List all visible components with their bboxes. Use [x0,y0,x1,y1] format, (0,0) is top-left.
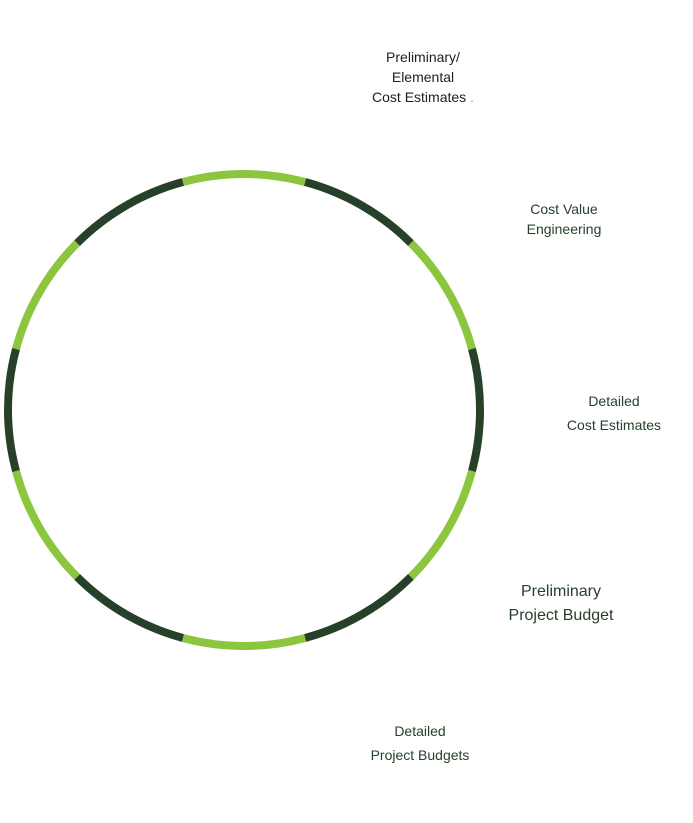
ring-segment-dark [4,347,20,473]
ring-segment-dark [304,574,414,642]
label-line: Cost Estimates [566,417,662,433]
ring-segment-dark [468,347,484,473]
label-line: Cost Estimates . [355,87,491,107]
ring-segment-light [408,470,476,580]
accent-dot: . [470,89,474,105]
ring-segment-light [12,240,80,350]
label-line: Detailed [394,723,446,739]
ring-segment-dark [74,574,184,642]
label-line: Engineering [526,221,602,237]
ring-segment-light [181,634,307,650]
label-cost-value-engineering: Cost Value Engineering [504,199,624,239]
ring-segment-light [12,470,80,580]
label-line: Project Budgets [370,747,470,763]
label-line: Project Budget [508,607,614,624]
label-text: Cost Estimates [372,89,467,105]
label-preliminary-project-budget: Preliminary Project Budget [491,580,631,628]
label-line: Preliminary/ [386,49,460,65]
ring-segment-light [408,240,476,350]
ring-segment-dark [74,178,184,246]
label-line: Cost Value [530,201,598,217]
ring-segment-light [181,170,307,186]
label-line: Elemental [391,69,455,85]
label-preliminary-elemental-cost-estimates: Preliminary/ Elemental Cost Estimates . [355,47,491,107]
label-line: Preliminary [520,583,601,600]
cycle-ring [4,170,484,650]
label-detailed-project-budgets: Detailed Project Budgets [357,719,483,767]
ring-segment-dark [304,178,414,246]
label-line: Detailed [588,393,640,409]
label-detailed-cost-estimates: Detailed Cost Estimates [553,389,675,437]
